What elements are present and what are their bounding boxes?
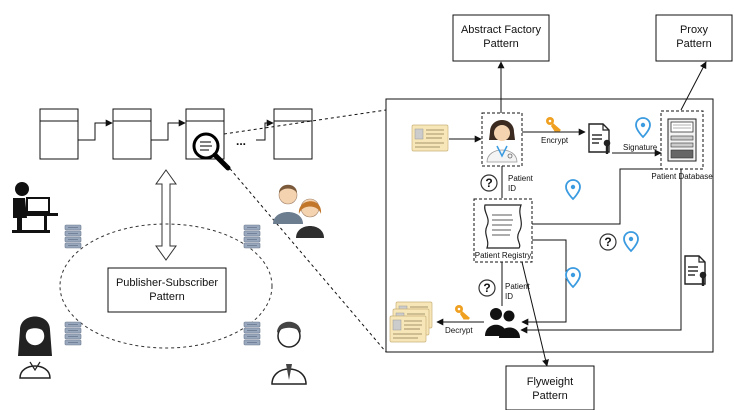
arrow-to-proxy — [680, 61, 707, 111]
signature-label: Signature — [623, 143, 658, 152]
flyweight-box: Flyweight Pattern — [505, 365, 595, 410]
patient-id-lower-1: Patient — [505, 282, 531, 291]
man-avatar-icon — [271, 321, 307, 385]
proxy-label-2: Pattern — [676, 38, 711, 50]
patient-id-upper-1: Patient — [508, 174, 534, 183]
zoom-line-bottom — [225, 163, 387, 353]
pubsub-network — [59, 223, 273, 349]
pubsub-label-1: Publisher-Subscriber — [116, 277, 218, 289]
patient-database-box — [660, 110, 704, 170]
patient-registry-label: Patient Registry — [475, 251, 531, 260]
chain-link-2 — [151, 119, 186, 141]
arrow-to-flyweight — [521, 261, 549, 367]
flyweight-label-1: Flyweight — [527, 376, 573, 388]
question-mark-upper: ? — [485, 176, 492, 190]
group-icon — [485, 308, 520, 338]
document-key-icon — [588, 123, 611, 155]
link-registry-group — [521, 239, 567, 326]
question-mark-right: ? — [604, 235, 611, 249]
block-chain: ... — [39, 108, 313, 160]
pubsub-box: Publisher-Subscriber Pattern — [107, 267, 227, 313]
server-icon — [64, 224, 82, 249]
pubsub-label-2: Pattern — [149, 291, 184, 303]
patient-registry-box — [473, 198, 533, 263]
double-arrow — [155, 169, 177, 261]
encrypt-label: Encrypt — [541, 136, 569, 145]
user-desk-icon — [12, 182, 58, 233]
patient-card-icon — [411, 124, 449, 152]
chain-ellipsis: ... — [236, 134, 246, 148]
flyweight-label-2: Pattern — [532, 390, 567, 402]
proxy-box: Proxy Pattern — [655, 14, 733, 62]
abstract-factory-label-2: Pattern — [483, 38, 518, 50]
server-icon — [243, 321, 261, 346]
location-pin-icon — [623, 231, 639, 252]
proxy-label-1: Proxy — [680, 24, 709, 36]
server-icon — [243, 224, 261, 249]
doctor-icon — [486, 120, 518, 163]
patient-cards-stack — [389, 301, 433, 343]
location-pin-icon — [635, 117, 651, 138]
abstract-factory-box: Abstract Factory Pattern — [452, 14, 550, 62]
location-pin-icon — [565, 267, 581, 288]
abstract-factory-label-1: Abstract Factory — [461, 24, 542, 36]
chain-block — [39, 108, 79, 160]
patient-card-icon — [389, 315, 427, 343]
link-database-group — [520, 169, 682, 334]
server-icon — [64, 321, 82, 346]
chain-link-3 — [256, 119, 274, 141]
chain-link-1 — [78, 119, 113, 141]
location-pin-icon — [565, 179, 581, 200]
patient-id-lower-2: ID — [505, 292, 513, 301]
patients-couple-icon — [273, 184, 324, 238]
patient-database-label: Patient Database — [651, 172, 713, 181]
link-registry-database — [532, 168, 663, 225]
patient-id-upper-2: ID — [508, 184, 516, 193]
chain-block — [273, 108, 313, 160]
key-icon — [455, 305, 470, 320]
detail-frame — [385, 98, 714, 353]
document-key-icon — [684, 255, 707, 287]
key-icon — [546, 117, 561, 132]
decrypt-label: Decrypt — [445, 326, 473, 335]
patient-registry-scroll-icon — [484, 204, 522, 249]
chain-block — [112, 108, 152, 160]
question-mark-lower: ? — [483, 281, 490, 295]
woman-avatar-icon — [18, 316, 52, 379]
magnifier-icon — [192, 132, 231, 171]
patient-database-icon — [667, 118, 697, 162]
